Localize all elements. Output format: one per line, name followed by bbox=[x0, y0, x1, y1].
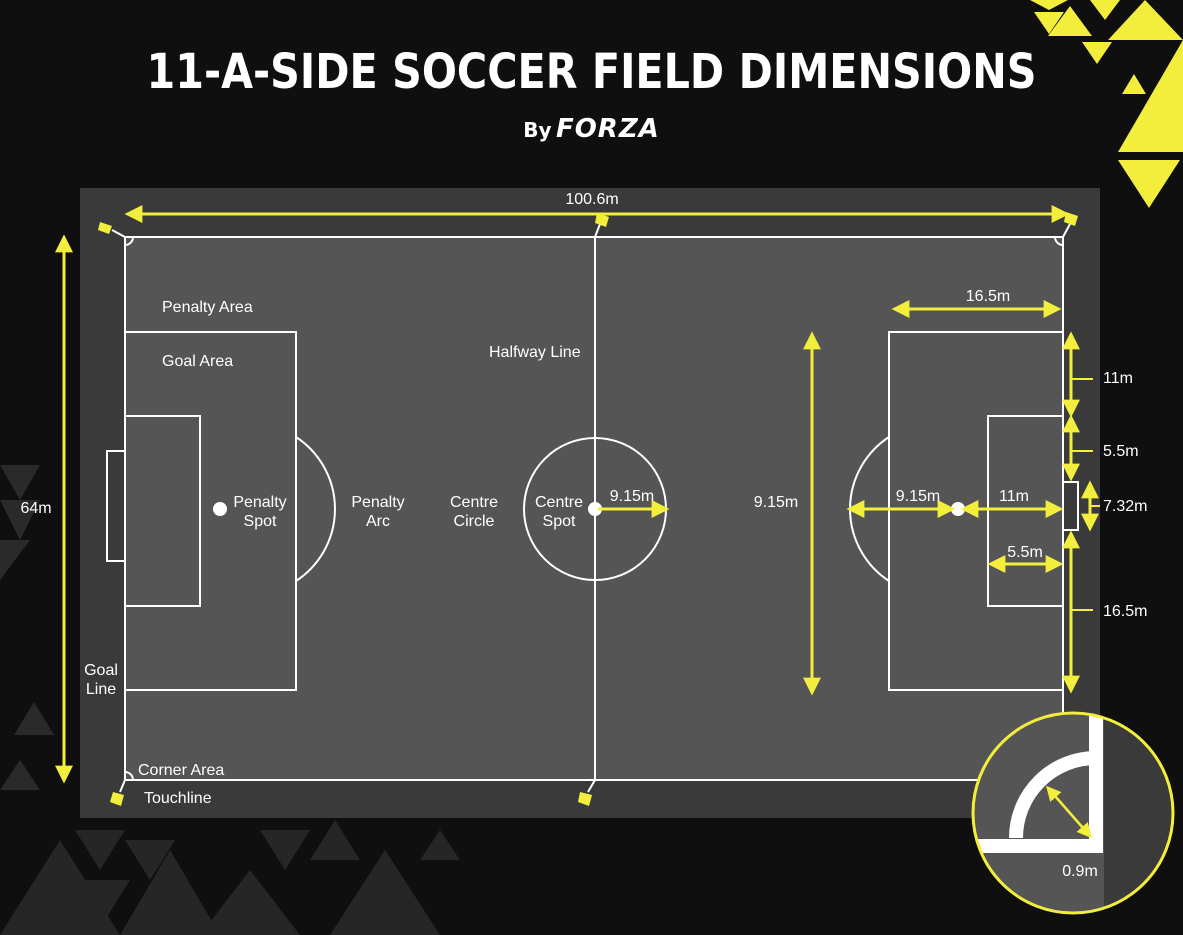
brand-logo: FORZA bbox=[555, 114, 660, 144]
corner-area-label: Corner Area bbox=[138, 762, 224, 779]
length-label: 100.6m bbox=[565, 191, 618, 208]
penalty-area-depth-label: 16.5m bbox=[966, 288, 1010, 305]
penalty-arc-radius-label: 9.15m bbox=[754, 494, 798, 511]
left-penalty-arc bbox=[295, 436, 336, 582]
goal-area-label: Goal Area bbox=[162, 353, 233, 370]
side-11-label: 11m bbox=[1103, 370, 1133, 387]
touchline-label: Touchline bbox=[144, 790, 212, 807]
corner-flag-icon bbox=[110, 779, 126, 806]
spot-distance-label: 11m bbox=[999, 488, 1029, 505]
right-penalty-spot bbox=[951, 502, 965, 516]
centre-spot-label-2: Spot bbox=[543, 513, 576, 530]
penalty-arc-label-1: Penalty bbox=[351, 494, 404, 511]
penalty-spot-label-1: Penalty bbox=[233, 494, 286, 511]
centre-circle-label-2: Circle bbox=[454, 513, 495, 530]
corner-radius-label: 0.9m bbox=[1062, 863, 1098, 880]
byline-prefix: By bbox=[523, 118, 552, 142]
centre-spot-label-1: Centre bbox=[535, 494, 583, 511]
corner-flag-icon bbox=[578, 779, 596, 806]
page-title: 11-A-SIDE SOCCER FIELD DIMENSIONS bbox=[146, 44, 1037, 100]
corner-flag-icon bbox=[98, 222, 126, 238]
goal-line-label-2: Line bbox=[86, 681, 116, 698]
penalty-arc-label-2: Arc bbox=[366, 513, 390, 530]
corner-arc-top-right bbox=[1054, 236, 1064, 246]
left-goal bbox=[106, 450, 126, 562]
penalty-area-label: Penalty Area bbox=[162, 299, 253, 316]
halfway-line-label: Halfway Line bbox=[489, 344, 581, 361]
centre-circle-label-1: Centre bbox=[450, 494, 498, 511]
centre-spot bbox=[588, 502, 602, 516]
spot-arc-label: 9.15m bbox=[896, 488, 940, 505]
side-5-5-label: 5.5m bbox=[1103, 443, 1139, 460]
side-16-5-label: 16.5m bbox=[1103, 603, 1147, 620]
goal-area-depth-label: 5.5m bbox=[1007, 544, 1043, 561]
width-label: 64m bbox=[20, 500, 51, 517]
byline: By FORZA bbox=[0, 114, 1183, 144]
penalty-spot-label-2: Spot bbox=[244, 513, 277, 530]
goal-line-label-1: Goal bbox=[84, 662, 118, 679]
left-penalty-spot bbox=[213, 502, 227, 516]
centre-radius-label: 9.15m bbox=[610, 488, 654, 505]
goal-width-label: 7.32m bbox=[1103, 498, 1147, 515]
corner-arc-top-left bbox=[124, 236, 134, 246]
corner-arc-bottom-left bbox=[124, 771, 134, 781]
